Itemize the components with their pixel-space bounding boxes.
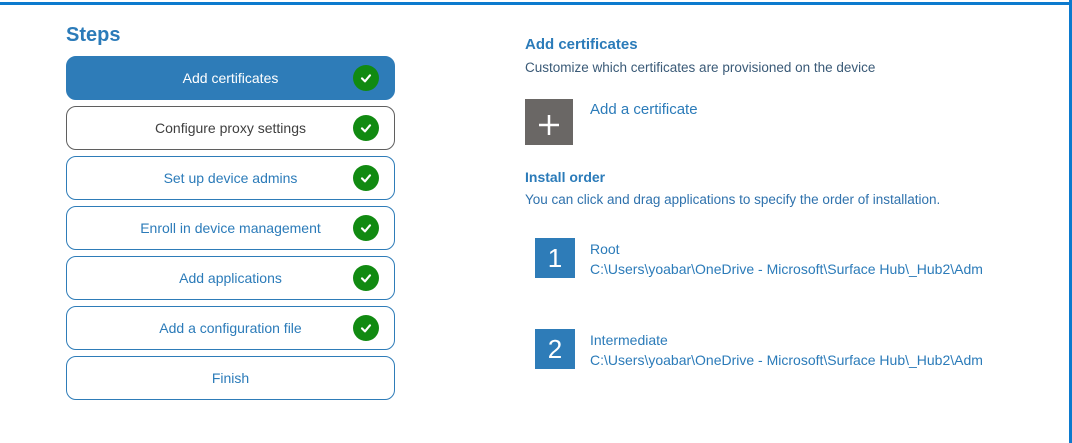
step-enroll-in-device-management[interactable]: Enroll in device management	[66, 206, 395, 250]
window-border-right	[1069, 0, 1072, 443]
install-order-heading: Install order	[525, 169, 606, 185]
step-label: Add a configuration file	[159, 320, 302, 336]
check-icon	[353, 215, 379, 241]
check-icon	[353, 265, 379, 291]
step-label: Set up device admins	[163, 170, 298, 186]
page-description: Customize which certificates are provisi…	[525, 60, 876, 75]
certificate-name: Intermediate	[590, 332, 668, 348]
install-order-item-root[interactable]: 1 Root C:\Users\yoabar\OneDrive - Micros…	[535, 238, 1045, 279]
step-label: Enroll in device management	[140, 220, 321, 236]
check-icon	[353, 115, 379, 141]
step-label: Finish	[211, 370, 250, 386]
check-icon	[353, 65, 379, 91]
step-label: Add applications	[179, 270, 282, 286]
order-item-text: Root C:\Users\yoabar\OneDrive - Microsof…	[590, 238, 983, 279]
install-order-description: You can click and drag applications to s…	[525, 192, 941, 207]
window-border-top	[0, 2, 1072, 5]
order-number-badge: 1	[535, 238, 575, 278]
order-number-badge: 2	[535, 329, 575, 369]
plus-icon	[525, 99, 573, 145]
step-add-certificates[interactable]: Add certificates	[66, 56, 395, 100]
page-title: Add certificates	[525, 36, 638, 53]
order-item-text: Intermediate C:\Users\yoabar\OneDrive - …	[590, 329, 983, 370]
step-label: Configure proxy settings	[155, 120, 306, 136]
step-set-up-device-admins[interactable]: Set up device admins	[66, 156, 395, 200]
main-panel: Add certificates Customize which certifi…	[525, 36, 1045, 370]
add-certificate-label: Add a certificate	[590, 101, 698, 118]
certificate-path: C:\Users\yoabar\OneDrive - Microsoft\Sur…	[590, 261, 983, 277]
step-add-a-configuration-file[interactable]: Add a configuration file	[66, 306, 395, 350]
step-configure-proxy-settings[interactable]: Configure proxy settings	[66, 106, 395, 150]
step-finish[interactable]: Finish	[66, 356, 395, 400]
step-label: Add certificates	[182, 70, 279, 86]
steps-heading: Steps	[66, 24, 121, 46]
check-icon	[353, 315, 379, 341]
certificate-path: C:\Users\yoabar\OneDrive - Microsoft\Sur…	[590, 352, 983, 368]
install-order-item-intermediate[interactable]: 2 Intermediate C:\Users\yoabar\OneDrive …	[535, 329, 1045, 370]
steps-sidebar: Steps Add certificates Configure proxy s…	[66, 24, 395, 406]
add-certificate-button[interactable]: Add a certificate	[525, 99, 1045, 145]
certificate-name: Root	[590, 241, 620, 257]
step-add-applications[interactable]: Add applications	[66, 256, 395, 300]
check-icon	[353, 165, 379, 191]
